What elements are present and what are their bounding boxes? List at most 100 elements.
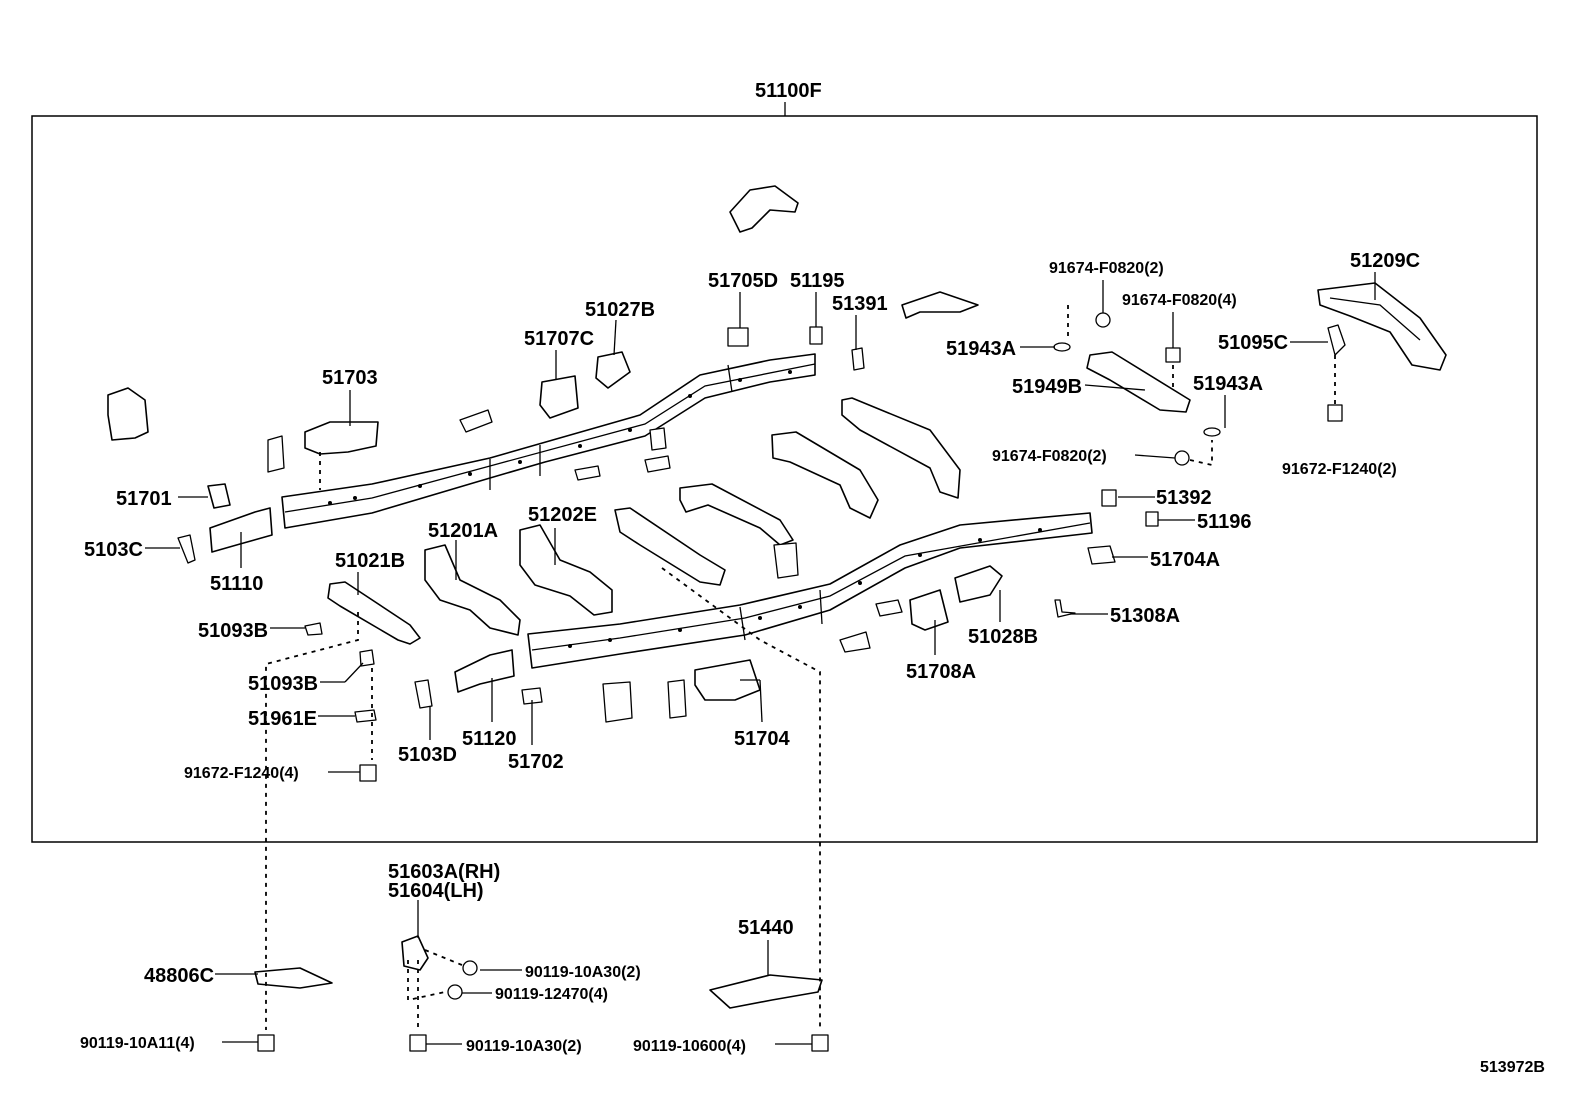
- washer-51961E[interactable]: [354, 709, 377, 723]
- bracket-51095C[interactable]: [1327, 324, 1346, 356]
- label-51704[interactable]: 51704: [734, 728, 790, 750]
- bolt-91674-F0820-2a[interactable]: [1095, 306, 1111, 328]
- label-51705D[interactable]: 51705D: [708, 270, 778, 292]
- label-51604[interactable]: 51604(LH): [388, 880, 484, 902]
- bracket-51196[interactable]: [1145, 511, 1159, 527]
- bracket-51195[interactable]: [809, 326, 823, 345]
- label-51027B[interactable]: 51027B: [585, 299, 655, 321]
- crossmember-middle-a[interactable]: [841, 397, 961, 499]
- label-90119-10600-4[interactable]: 90119-10600(4): [633, 1038, 746, 1055]
- label-48806C[interactable]: 48806C: [144, 965, 214, 987]
- bolt-90119-10A11-4[interactable]: [257, 1034, 275, 1052]
- bracket-small-left[interactable]: [267, 435, 285, 473]
- bracket-51028B[interactable]: [954, 565, 1003, 603]
- washer-51943A-a[interactable]: [1053, 342, 1071, 352]
- bracket-small-mid-d[interactable]: [644, 455, 671, 473]
- label-51391[interactable]: 51391: [832, 293, 888, 315]
- bracket-51027B[interactable]: [595, 351, 631, 389]
- bracket-small-lower-c[interactable]: [839, 631, 871, 653]
- label-91672-F1240-4[interactable]: 91672-F1240(4): [184, 765, 299, 782]
- bracket-small-mid-a[interactable]: [459, 409, 493, 433]
- bracket-51704A[interactable]: [1087, 545, 1116, 565]
- label-51707C[interactable]: 51707C: [524, 328, 594, 350]
- upper-mount-bracket[interactable]: [729, 185, 799, 233]
- label-51708A[interactable]: 51708A: [906, 661, 976, 683]
- crossmember-51202E[interactable]: [519, 524, 613, 616]
- label-51440[interactable]: 51440: [738, 917, 794, 939]
- mount-bracket-upper-right[interactable]: [901, 291, 979, 319]
- bracket-51701[interactable]: [207, 483, 231, 509]
- label-90119-10A11-4[interactable]: 90119-10A11(4): [80, 1035, 195, 1052]
- label-90119-12470-4[interactable]: 90119-12470(4): [495, 986, 608, 1003]
- label-51943A-b[interactable]: 51943A: [1193, 373, 1263, 395]
- bracket-51705D[interactable]: [727, 327, 749, 347]
- bracket-5103C[interactable]: [177, 534, 196, 564]
- bracket-small-lower-d[interactable]: [875, 599, 903, 617]
- bracket-small-lower-a[interactable]: [602, 681, 633, 723]
- crossmember-51201A[interactable]: [424, 544, 521, 636]
- label-51603A[interactable]: 51603A(RH): [388, 861, 500, 883]
- rear-crossmember[interactable]: [1317, 282, 1447, 371]
- bracket-51603A-51604[interactable]: [401, 935, 429, 971]
- bracket-51707C[interactable]: [539, 375, 579, 419]
- label-51110[interactable]: 51110: [210, 573, 263, 595]
- bracket-small-mid-b[interactable]: [574, 465, 601, 481]
- bolt-90119-10600-4[interactable]: [811, 1034, 829, 1052]
- label-51308A[interactable]: 51308A: [1110, 605, 1180, 627]
- left-mount-bracket[interactable]: [107, 387, 149, 441]
- bolt-91674-F0820-2b[interactable]: [1174, 450, 1190, 466]
- frame-rail-left[interactable]: [281, 353, 816, 529]
- assembly-label[interactable]: 51100F: [755, 80, 822, 102]
- label-51702[interactable]: 51702: [508, 751, 564, 773]
- bracket-51120[interactable]: [454, 649, 515, 693]
- label-51201A[interactable]: 51201A: [428, 520, 498, 542]
- label-51093B-b[interactable]: 51093B: [248, 673, 318, 695]
- bolt-91672-F1240-4[interactable]: [359, 764, 377, 782]
- label-5103D[interactable]: 5103D: [398, 744, 457, 766]
- clip-51093B-b[interactable]: [359, 649, 375, 667]
- skid-plate-51440[interactable]: [709, 974, 823, 1009]
- label-51209C[interactable]: 51209C: [1350, 250, 1420, 272]
- label-51120[interactable]: 51120: [462, 728, 517, 750]
- label-90119-10A30-2b[interactable]: 90119-10A30(2): [466, 1038, 582, 1055]
- label-51949B[interactable]: 51949B: [1012, 376, 1082, 398]
- label-91672-F1240-2[interactable]: 91672-F1240(2): [1282, 461, 1397, 478]
- plate-48806C[interactable]: [254, 967, 333, 989]
- bracket-small-lower-e[interactable]: [773, 542, 799, 579]
- bracket-51703[interactable]: [304, 421, 379, 455]
- bracket-small-lower-b[interactable]: [667, 679, 687, 719]
- label-51701[interactable]: 51701: [116, 488, 172, 510]
- crossmember-front-a[interactable]: [614, 507, 726, 586]
- bolt-90119-12470-4[interactable]: [447, 984, 463, 1000]
- label-51703[interactable]: 51703: [322, 367, 378, 389]
- label-51392[interactable]: 51392: [1156, 487, 1212, 509]
- clip-51093B-a[interactable]: [304, 622, 323, 636]
- bracket-51702[interactable]: [521, 687, 543, 705]
- bracket-51391[interactable]: [851, 347, 865, 371]
- label-51202E[interactable]: 51202E: [528, 504, 597, 526]
- bracket-51110[interactable]: [209, 507, 273, 553]
- label-91674-F0820-2b[interactable]: 91674-F0820(2): [992, 448, 1107, 465]
- bracket-5103D[interactable]: [414, 679, 433, 709]
- bracket-51392[interactable]: [1101, 489, 1117, 507]
- label-51195[interactable]: 51195: [790, 270, 845, 292]
- bracket-51308A[interactable]: [1054, 599, 1076, 618]
- label-91674-F0820-4[interactable]: 91674-F0820(4): [1122, 292, 1237, 309]
- label-90119-10A30-2a[interactable]: 90119-10A30(2): [525, 964, 641, 981]
- label-51028B[interactable]: 51028B: [968, 626, 1038, 648]
- crossmember-middle-b[interactable]: [771, 431, 879, 519]
- bolt-90119-10A30-2b[interactable]: [409, 1034, 427, 1052]
- bolt-91672-F1240-2[interactable]: [1327, 404, 1343, 422]
- bolt-90119-10A30-2a[interactable]: [462, 960, 478, 976]
- bolt-91674-F0820-4[interactable]: [1165, 347, 1181, 363]
- crossmember-middle-c[interactable]: [679, 483, 794, 546]
- bracket-51708A[interactable]: [909, 589, 949, 631]
- label-51943A-a[interactable]: 51943A: [946, 338, 1016, 360]
- label-51704A[interactable]: 51704A: [1150, 549, 1220, 571]
- label-51021B[interactable]: 51021B: [335, 550, 405, 572]
- label-5103C[interactable]: 5103C: [84, 539, 143, 561]
- frame-rail-right[interactable]: [527, 512, 1093, 669]
- bracket-51704[interactable]: [694, 659, 761, 701]
- crossmember-51021B[interactable]: [327, 581, 421, 645]
- washer-51943A-b[interactable]: [1203, 427, 1221, 437]
